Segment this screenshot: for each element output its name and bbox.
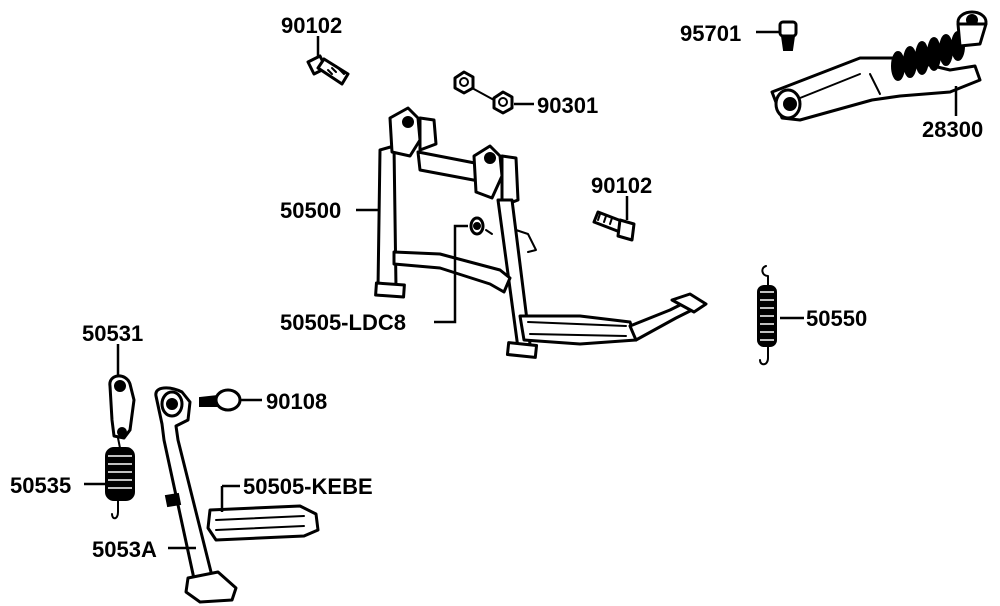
label-50505-kebe: 50505-KEBE [243,474,373,499]
label-50531: 50531 [82,321,143,346]
label-90102-top: 90102 [281,13,342,38]
label-50550: 50550 [806,306,867,331]
label-5053a: 5053A [92,537,157,562]
nut-90301 [453,70,514,115]
side-stand-5053a [154,386,320,604]
spring-50550 [757,265,777,366]
label-90102-mid: 90102 [591,173,652,198]
label-28300: 28300 [922,117,983,142]
label-50505-ldc8: 50505-LDC8 [280,310,406,335]
kick-arm-28300 [770,10,988,122]
bolt-90102-top [306,54,350,86]
plate-50531 [108,374,136,440]
spring-50535 [105,437,135,520]
leader-50505-ldc8 [434,224,468,324]
pin-50505-ldc8 [469,216,493,236]
bolt-95701 [778,20,798,51]
label-90301: 90301 [537,93,598,118]
bolt-90108 [199,388,242,412]
label-50535: 50535 [10,473,71,498]
label-50500: 50500 [280,198,341,223]
bolt-90102-mid [592,210,636,242]
label-95701: 95701 [680,21,741,46]
label-90108: 90108 [266,389,327,414]
main-stand-50500 [374,106,708,359]
